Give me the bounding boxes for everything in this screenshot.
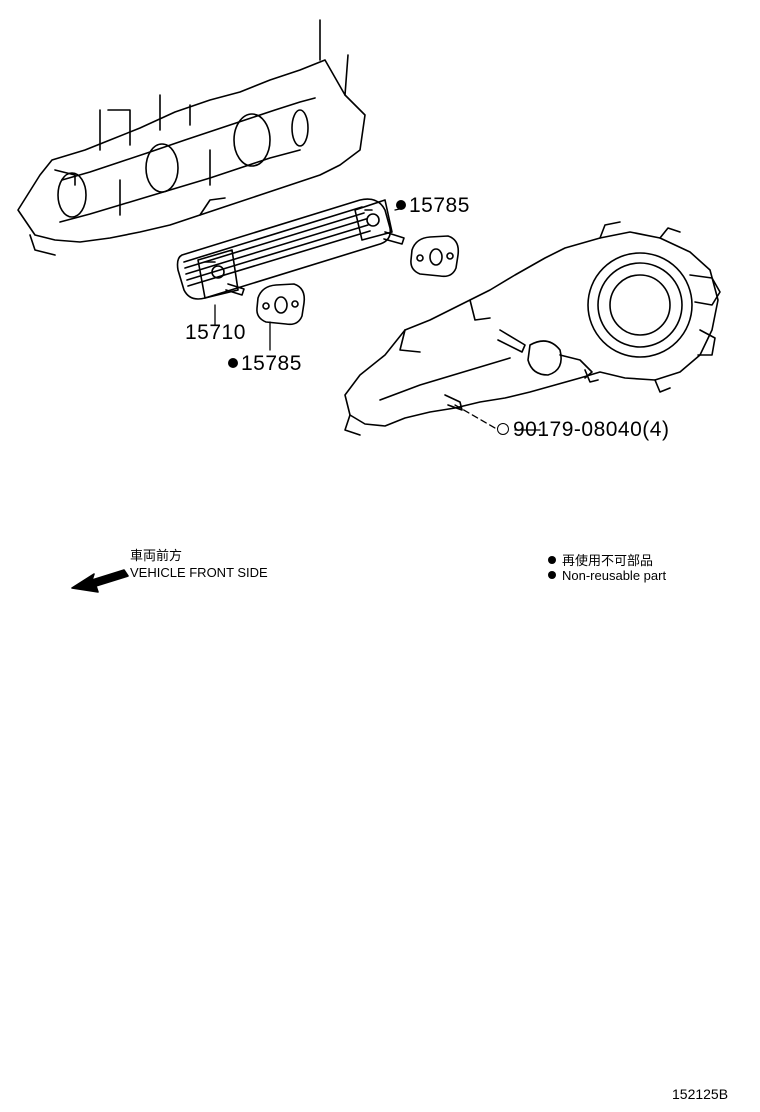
- oil-cooler-illustration: [176, 198, 405, 300]
- callout-gasket-lower: 15785: [228, 352, 302, 376]
- callout-oil-cooler-text: 15710: [185, 321, 246, 344]
- callout-nut-text: 90179-08040(4): [513, 418, 670, 441]
- front-direction-arrow: [71, 569, 129, 593]
- callout-gasket-upper: 15785: [396, 194, 470, 218]
- callout-nut: 90179-08040(4): [497, 418, 669, 442]
- oil-filter-bracket-illustration: [344, 221, 721, 436]
- non-reusable-dot-icon: [396, 200, 406, 210]
- gasket-illustrations: [256, 235, 460, 326]
- direction-label-jp: 車両前方: [130, 548, 183, 563]
- nut-icon: [497, 423, 509, 435]
- engine-block-illustration: [17, 19, 366, 256]
- direction-label-en: VEHICLE FRONT SIDE: [130, 565, 268, 580]
- figure-id: 152125B: [672, 1086, 729, 1102]
- leader-lines: [214, 207, 541, 431]
- legend-dot-icon: [548, 556, 556, 564]
- callout-gasket-lower-text: 15785: [241, 352, 302, 375]
- legend-en: Non-reusable part: [548, 568, 666, 583]
- legend-en-text: Non-reusable part: [562, 568, 667, 583]
- legend-dot-icon: [548, 571, 556, 579]
- legend-jp: 再使用不可部品: [548, 550, 653, 569]
- callout-oil-cooler: 15710: [185, 321, 246, 345]
- legend-jp-text: 再使用不可部品: [562, 553, 654, 568]
- callout-gasket-upper-text: 15785: [409, 194, 470, 217]
- non-reusable-dot-icon: [228, 358, 238, 368]
